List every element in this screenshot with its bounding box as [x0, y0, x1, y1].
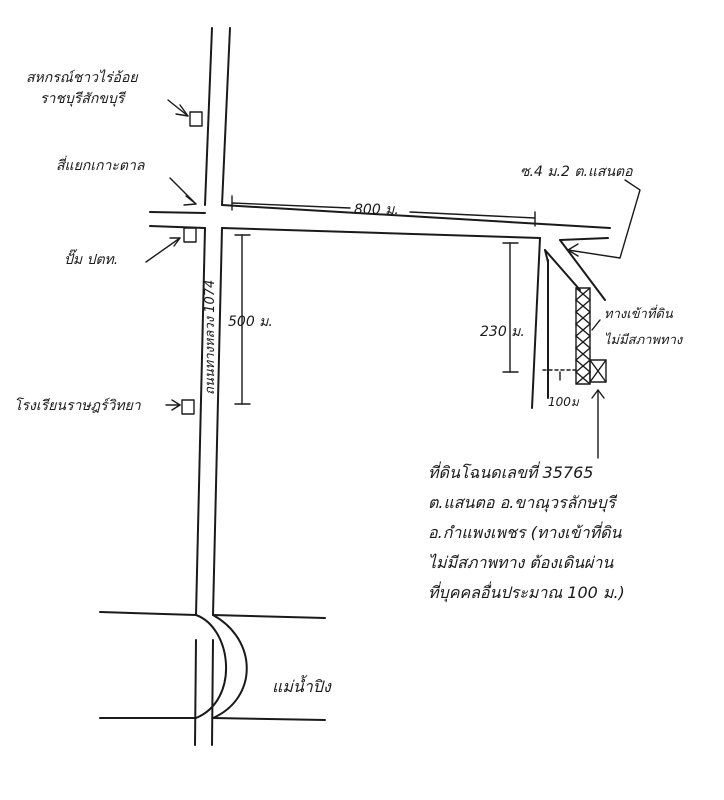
gas-station-marker [183, 227, 197, 243]
coop-label-line2: ราชบุรีสักขบุรี [40, 91, 126, 107]
river-bend [99, 611, 326, 721]
description-line: อ.กำแพงเพชร (ทางเข้าที่ดิน [428, 521, 623, 542]
river-label: แม่น้ำปิง [272, 675, 332, 696]
distance-230-label: 230 ม. [480, 324, 525, 340]
gas-station-label: ปั๊ม ปตท. [64, 249, 118, 268]
highway-1074-road [194, 27, 231, 746]
property-parcel [575, 287, 607, 385]
description-line: ที่ดินโฉนดเลขที่ 35765 [428, 461, 593, 482]
description-line: ไม่มีสภาพทาง ต้องเดินผ่าน [428, 553, 614, 572]
junction-label: สี่แยกเกาะตาล [56, 155, 146, 174]
distance-100-label: 100ม [548, 395, 580, 409]
description-line: ที่บุคคลอื่นประมาณ 100 ม.) [428, 581, 625, 603]
right-of-way-label-line2: ไม่มีสภาพทาง [604, 332, 684, 348]
dimension-lines [231, 195, 577, 405]
description-line: ต.แสนตอ อ.ขาณุวรลักษบุรี [428, 493, 618, 513]
property-description: ที่ดินโฉนดเลขที่ 35765 ต.แสนตอ อ.ขาณุวรล… [428, 461, 625, 603]
school-marker [181, 399, 195, 415]
village-label: ซ.4 ม.2 ต.แสนตอ [520, 164, 633, 180]
distance-800-label: 800 ม. [354, 202, 399, 218]
label-arrows [145, 99, 641, 459]
road-label: ถนนทางหลวง 1074 [203, 280, 218, 395]
school-label: โรงเรียนราษฎร์วิทยา [14, 397, 142, 414]
coop-building-marker [189, 111, 203, 127]
east-road [149, 204, 611, 409]
distance-500-label: 500 ม. [228, 314, 273, 330]
coop-label-line1: สหกรณ์ชาวไร่อ้อย [26, 69, 138, 86]
right-of-way-label-line1: ทางเข้าที่ดิน [604, 304, 674, 322]
